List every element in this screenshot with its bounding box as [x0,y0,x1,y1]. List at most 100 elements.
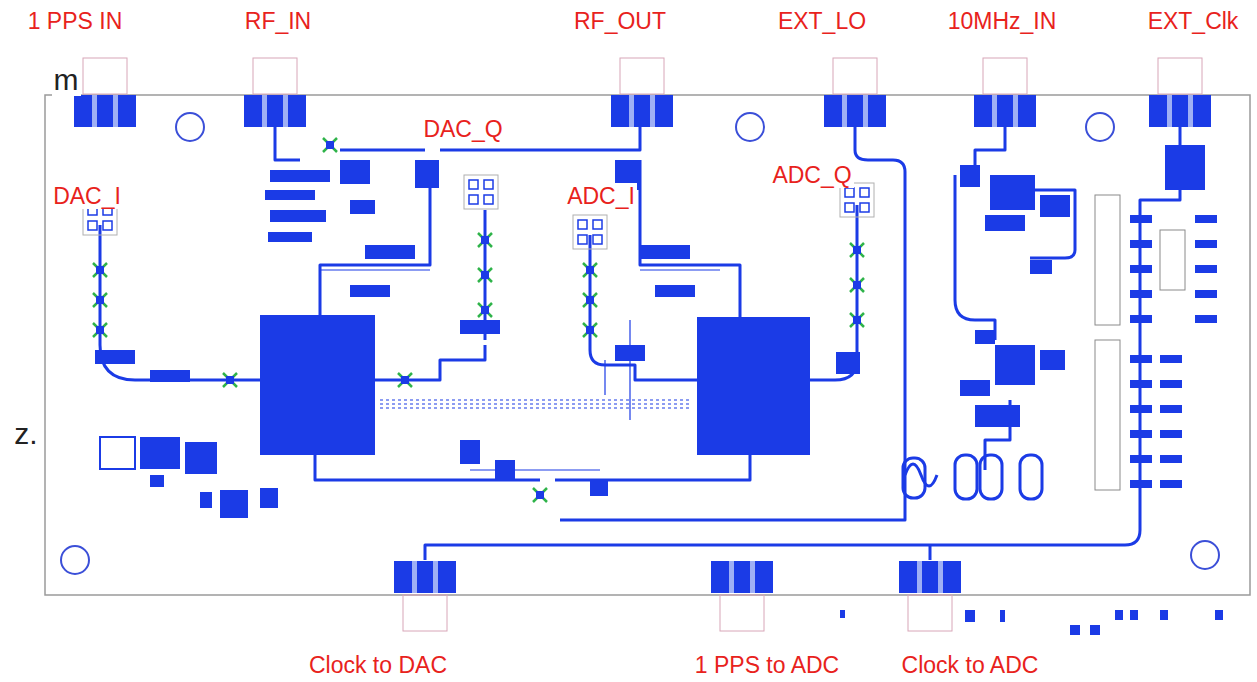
green-pad-group [93,263,107,277]
sma-connector-row [711,561,773,631]
passive-array [1195,315,1217,323]
mounting-hole [61,113,1219,574]
signal-label: 10MHz_IN [946,8,1059,34]
rf-trace [1030,190,1075,258]
inductor-coil [903,455,1042,499]
clock-component-cluster [1030,260,1052,274]
signal-label: Clock to DAC [307,652,449,678]
power-block [220,490,248,518]
rf-component-cluster [655,285,695,297]
clock-component-cluster [960,165,980,187]
signal-label: RF_IN [243,8,313,34]
clock-component-cluster [960,380,990,396]
sma-connector-row [1149,58,1211,127]
green-pad-group [583,293,597,307]
sma-connector-row [244,58,306,127]
rf-component-cluster [365,245,415,259]
inductor-coil [905,464,937,486]
passive-array [1160,610,1168,620]
signal-label: ADC_I [565,183,637,209]
power-block [100,437,135,469]
passive-array [1070,625,1080,635]
green-pad-group [533,488,547,502]
passive-array [1160,405,1182,413]
passive-array [1195,290,1217,298]
transceiver-chip [260,315,810,455]
passive-array [1000,610,1005,622]
green-pad-group [93,293,107,307]
rf-trace [315,455,750,480]
rf-component-cluster [836,352,860,374]
rf-component-cluster [460,440,480,464]
green-pad-group [583,323,597,337]
power-block [100,437,278,518]
green-pad-group [850,278,864,292]
rf-trace [975,125,1005,170]
rf-component-cluster [615,345,645,361]
power-block [150,475,164,487]
transceiver-chip [260,315,375,455]
passive-array [1195,240,1217,248]
signal-label: ADC_Q [770,162,853,188]
green-pad-group [93,138,864,502]
sma-connector-row [899,561,961,631]
mounting-hole [1191,541,1219,569]
clock-component-cluster [1165,145,1205,190]
inductor-coil [903,458,925,498]
board-outline [45,95,1250,595]
passive-array [1130,215,1152,223]
rf-trace [955,175,995,340]
passive-array [1195,265,1217,273]
mounting-hole [1086,113,1114,141]
board-pad-footprint [840,183,874,217]
clock-component-cluster [995,345,1035,385]
green-pad-group [223,373,237,387]
green-pad-group [478,268,492,282]
passive-array [840,215,1223,635]
header-pin-grid [1160,230,1185,290]
power-block [185,442,217,474]
passive-array [1215,610,1223,620]
signal-label: DAC_I [51,183,123,209]
header-pin-grid [1095,195,1120,325]
rf-component-cluster [415,160,439,188]
rf-trace [275,125,300,160]
sma-connector-row [974,58,1036,127]
rf-component-cluster [640,245,690,259]
thin-trace [320,270,720,470]
signal-label: Clock to ADC [900,652,1041,678]
clock-component-cluster [975,330,995,344]
clock-component-cluster [990,175,1035,210]
rf-component-cluster [495,460,515,480]
passive-array [1130,240,1152,248]
rf-component-cluster [268,232,312,242]
rf-trace [320,160,430,315]
mounting-hole [61,546,89,574]
rf-component-cluster [95,350,135,364]
passive-array [1130,315,1152,323]
power-block [200,492,212,508]
sma-connector-row [74,58,1211,631]
power-block [140,437,180,469]
rf-component-cluster [95,160,860,496]
passive-array [1090,625,1100,635]
thin-trace [320,270,720,470]
board-pad-footprint [464,175,498,209]
rf-component-cluster [270,170,330,182]
rf-trace [100,125,1190,560]
transceiver-chip [697,317,810,455]
passive-array [1130,290,1152,298]
sma-connector-row [394,561,456,631]
board-pad-footprint [573,215,607,249]
green-pad-group [398,373,412,387]
green-pad-group [583,263,597,277]
passive-array [1160,480,1182,488]
passive-array [1160,430,1182,438]
clock-component-cluster [985,215,1025,231]
rf-component-cluster [270,210,326,222]
clock-component-cluster [1040,195,1070,217]
passive-array [1195,215,1217,223]
rf-trace [640,160,740,317]
